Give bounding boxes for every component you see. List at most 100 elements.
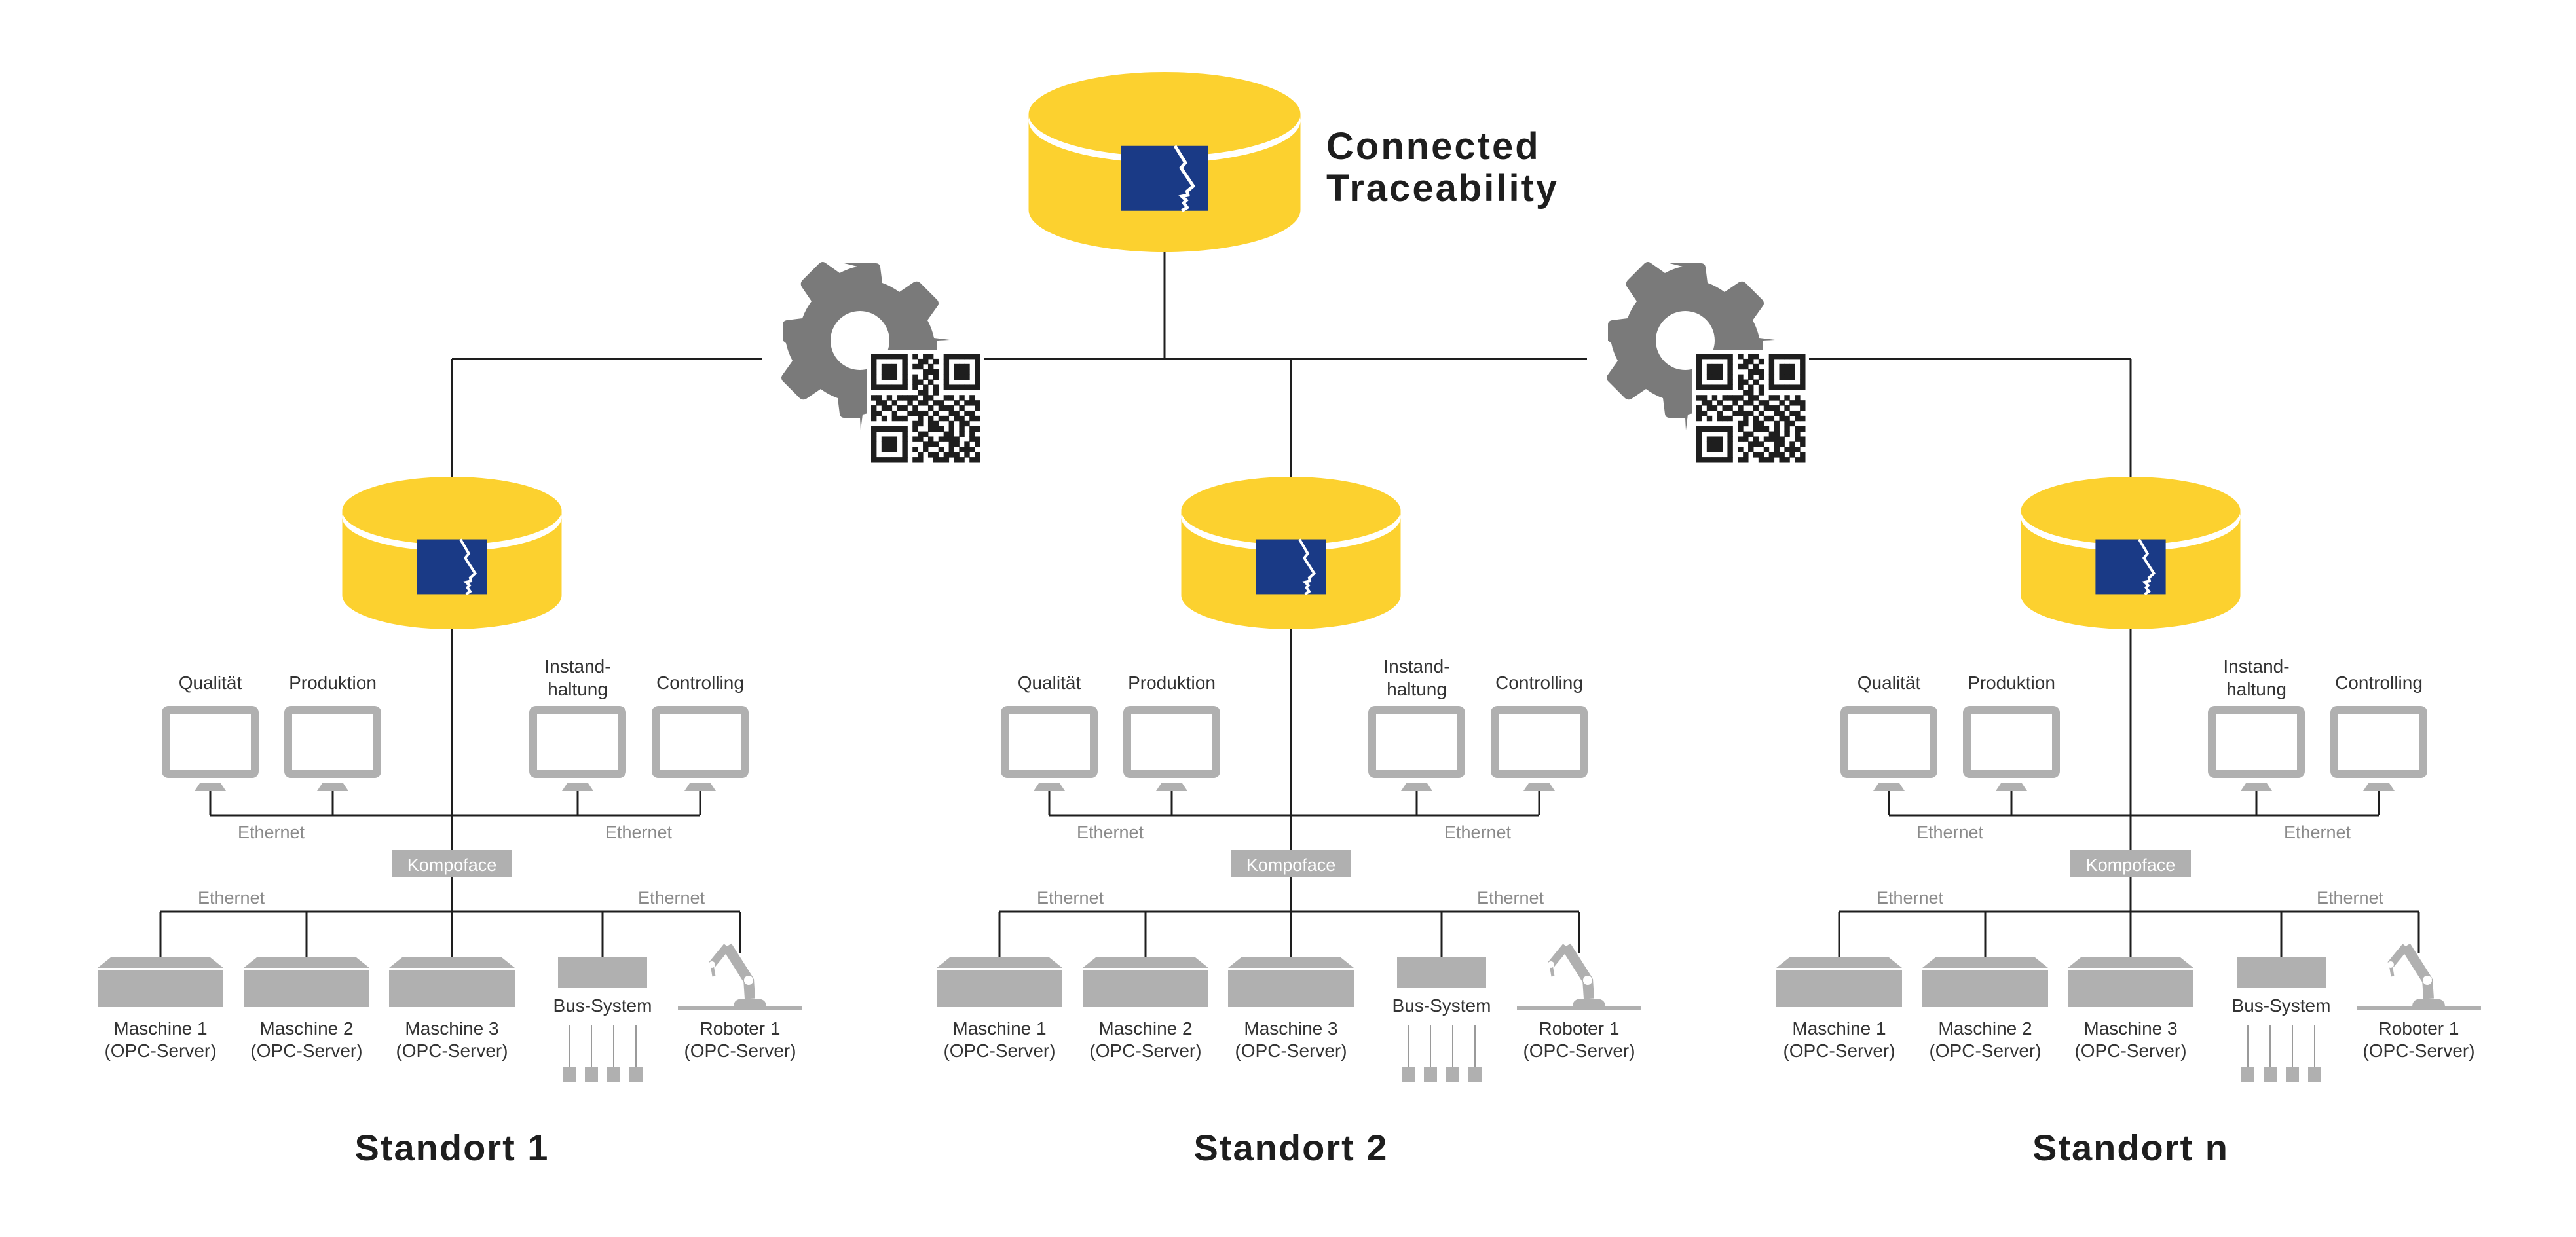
machine-icon (244, 957, 369, 1007)
ethernet-label: Ethernet (605, 822, 673, 842)
site-database (1181, 477, 1401, 629)
department-label-line-2: haltung (1387, 679, 1447, 699)
ethernet-label: Ethernet (2284, 822, 2351, 842)
kompoface-gateway: Kompoface (1231, 850, 1351, 877)
central-database-cylinder (1028, 72, 1301, 252)
monitor-icon (162, 706, 259, 791)
department-label-line-2: haltung (2226, 679, 2287, 699)
robot-arm-icon (2357, 943, 2481, 1010)
profile-face-logo-icon (2095, 538, 2166, 596)
central-database (1028, 72, 1301, 252)
device-label-line-1: Roboter 1 (700, 1018, 781, 1039)
department-label: Controlling (2335, 673, 2423, 693)
device-label-line-1: Maschine 2 (1098, 1018, 1192, 1039)
monitor-icon (1491, 706, 1588, 791)
ethernet-label: Ethernet (1077, 822, 1144, 842)
title-line-1: Connected (1326, 125, 1540, 168)
device-label-line-1: Maschine 3 (1244, 1018, 1337, 1039)
department-label-line-1: Instand- (2223, 656, 2289, 676)
device-label-line-1: Maschine 1 (952, 1018, 1046, 1039)
ethernet-label: Ethernet (1916, 822, 1984, 842)
ethernet-label: Ethernet (2317, 888, 2384, 908)
ethernet-label: Ethernet (1444, 822, 1512, 842)
site-3: Qualität Produktion Instand-haltung Control… (1776, 477, 2481, 1168)
site-database (342, 477, 562, 629)
gear-qr-badge-left (762, 246, 984, 466)
device-label-line-2: (OPC-Server) (1235, 1041, 1347, 1061)
device-label-line-2: (OPC-Server) (104, 1041, 216, 1061)
gateway-label: Kompoface (2086, 855, 2176, 875)
device-label-line-2: (OPC-Server) (684, 1041, 796, 1061)
monitor-icon (2208, 706, 2305, 791)
monitor-icon (1001, 706, 1098, 791)
backbone-links (451, 249, 2132, 498)
ethernet-label: Ethernet (238, 822, 305, 842)
machine-icon (1228, 957, 1354, 1007)
qr-code-icon (1692, 350, 1809, 466)
device-label-line-1: Maschine 2 (259, 1018, 353, 1039)
monitor-icon (1123, 706, 1220, 791)
robot-arm-icon (678, 943, 802, 1010)
department-label: Qualität (179, 673, 242, 693)
gateway-label: Kompoface (1246, 855, 1336, 875)
cylinder-top (342, 477, 562, 545)
department-label: Qualität (1018, 673, 1081, 693)
monitor-icon (1368, 706, 1465, 791)
title-line-2: Traceability (1326, 167, 1559, 210)
site-name: Standort 1 (355, 1127, 550, 1168)
qr-code-icon (867, 350, 984, 466)
device-label-line-2: (OPC-Server) (943, 1041, 1055, 1061)
site-name: Standort n (2032, 1127, 2229, 1168)
gateway-label: Kompoface (407, 855, 497, 875)
device-label-line-1: Bus-System (2232, 995, 2331, 1016)
bus-system-icon (2237, 957, 2326, 1082)
device-label-line-1: Maschine 1 (1792, 1018, 1886, 1039)
device-label-line-2: (OPC-Server) (1089, 1041, 1201, 1061)
device-label-line-1: Roboter 1 (2379, 1018, 2459, 1039)
department-label: Produktion (1968, 673, 2055, 693)
machine-icon (98, 957, 223, 1007)
ethernet-label: Ethernet (1477, 888, 1544, 908)
department-label-line-2: haltung (548, 679, 608, 699)
monitor-icon (1840, 706, 1937, 791)
department-label-line-1: Instand- (1383, 656, 1449, 676)
machine-icon (1083, 957, 1208, 1007)
department-label: Qualität (1857, 673, 1921, 693)
monitor-icon (529, 706, 626, 791)
device-label-line-2: (OPC-Server) (250, 1041, 362, 1061)
machine-icon (2068, 957, 2193, 1007)
department-label-line-1: Instand- (544, 656, 610, 676)
machine-icon (1922, 957, 2048, 1007)
monitor-icon (284, 706, 381, 791)
device-label-line-2: (OPC-Server) (2074, 1041, 2186, 1061)
machine-icon (1776, 957, 1902, 1007)
monitor-icon (1963, 706, 2060, 791)
site-name: Standort 2 (1194, 1127, 1389, 1168)
device-label-line-1: Maschine 2 (1938, 1018, 2032, 1039)
monitor-icon (652, 706, 749, 791)
machine-icon (389, 957, 515, 1007)
department-label: Controlling (656, 673, 744, 693)
monitor-icon (2330, 706, 2427, 791)
device-label-line-2: (OPC-Server) (396, 1041, 508, 1061)
device-label-line-1: Maschine 1 (113, 1018, 207, 1039)
ethernet-label: Ethernet (198, 888, 265, 908)
device-label-line-2: (OPC-Server) (2362, 1041, 2474, 1061)
device-label-line-1: Maschine 3 (2083, 1018, 2177, 1039)
robot-arm-icon (1517, 943, 1641, 1010)
site-database (2021, 477, 2241, 629)
device-label-line-2: (OPC-Server) (1523, 1041, 1635, 1061)
kompoface-gateway: Kompoface (2070, 850, 2191, 877)
department-label: Controlling (1495, 673, 1583, 693)
device-label-line-2: (OPC-Server) (1929, 1041, 2041, 1061)
device-label-line-1: Maschine 3 (405, 1018, 498, 1039)
machine-icon (937, 957, 1062, 1007)
ethernet-label: Ethernet (1876, 888, 1944, 908)
sites: Qualität Produktion Instand-haltung Control… (98, 477, 2481, 1168)
device-label-line-2: (OPC-Server) (1783, 1041, 1895, 1061)
cylinder-top (2021, 477, 2241, 545)
device-label-line-1: Bus-System (1392, 995, 1491, 1016)
ethernet-label: Ethernet (1037, 888, 1104, 908)
